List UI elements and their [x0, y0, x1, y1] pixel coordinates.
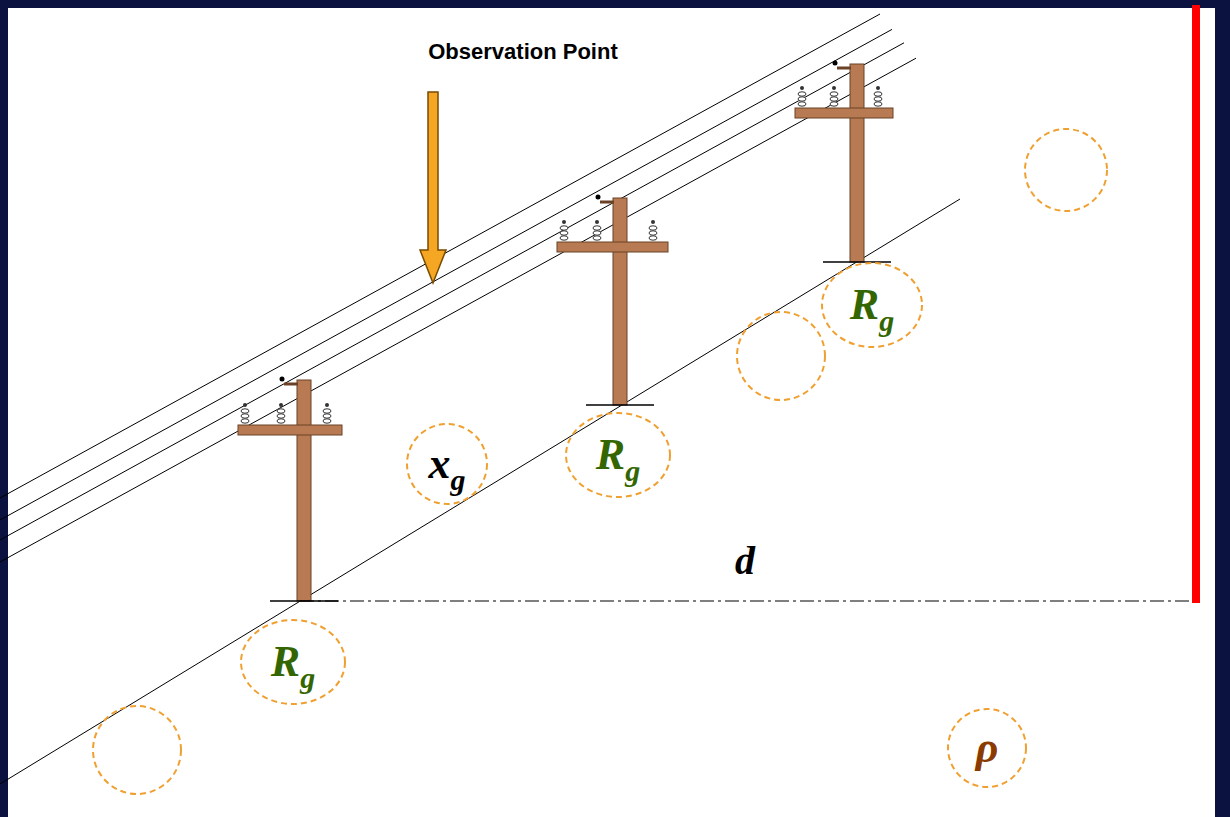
- symbol-label: Rg: [850, 283, 894, 327]
- ground-line: [0, 199, 960, 784]
- wire: [0, 29, 892, 520]
- symbol-label: Rg: [271, 640, 315, 684]
- wire: [0, 43, 904, 540]
- dashed-circle-node: Rg: [239, 618, 347, 706]
- utility-pole: [238, 377, 342, 602]
- white-ground: [8, 8, 1215, 817]
- red-bar: [1192, 5, 1200, 603]
- empty-circle: [737, 312, 825, 400]
- dashed-circle-node: xg: [405, 422, 489, 506]
- utility-pole: [557, 195, 668, 406]
- symbol-label: ρ: [976, 726, 999, 770]
- symbol-label: xg: [429, 442, 466, 486]
- empty-circle: [1025, 129, 1107, 211]
- observation-arrow: [420, 92, 446, 283]
- distance-label: d: [735, 537, 755, 584]
- utility-pole: [795, 61, 893, 263]
- observation-label: Observation Point: [428, 39, 617, 65]
- dashed-circle-node: Rg: [820, 261, 924, 349]
- dashed-circle-node: Rg: [564, 411, 672, 499]
- empty-circles: [93, 129, 1107, 794]
- dashed-circle-node: ρ: [946, 707, 1028, 789]
- empty-circle: [93, 706, 181, 794]
- symbol-label: Rg: [596, 433, 640, 477]
- line-wires: [0, 14, 960, 784]
- distance-dash-line: [300, 600, 1192, 601]
- utility-poles: [238, 61, 893, 602]
